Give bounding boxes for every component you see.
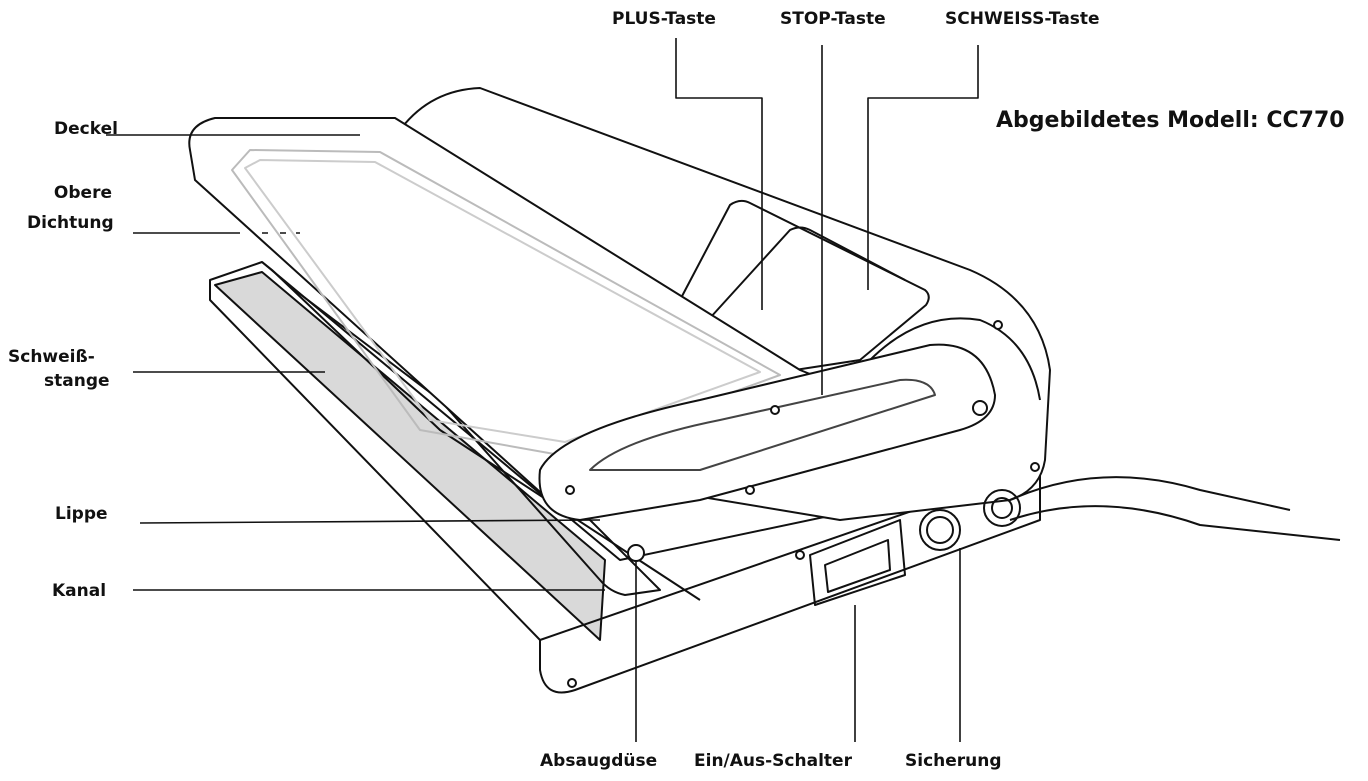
label-ein-aus-schalter: Ein/Aus-Schalter — [694, 751, 852, 771]
power-switch — [809, 519, 906, 606]
power-cord — [1009, 476, 1341, 541]
label-stange: stange — [44, 371, 110, 391]
label-obere: Obere — [53, 183, 112, 203]
label-dichtung: Dichtung — [27, 213, 114, 233]
label-sicherung: Sicherung — [905, 751, 1002, 771]
seal-bar — [214, 271, 606, 641]
label-lippe: Lippe — [55, 504, 108, 524]
label-plus-taste: PLUS-Taste — [612, 9, 716, 29]
leader-lines — [106, 38, 979, 742]
label-kanal: Kanal — [52, 581, 107, 601]
label-stop-taste: STOP-Taste — [780, 9, 886, 29]
label-schweiss-taste: SCHWEISS-Taste — [945, 9, 1100, 29]
label-schweiss: Schweiß- — [8, 347, 95, 367]
model-title: Abgebildetes Modell: CC770 — [996, 108, 1345, 133]
label-deckel: Deckel — [54, 119, 118, 139]
control-panel — [679, 199, 930, 373]
label-absaugduese: Absaugdüse — [540, 751, 658, 771]
handle — [538, 343, 996, 521]
upper-gasket — [231, 149, 781, 456]
channel — [287, 284, 661, 596]
